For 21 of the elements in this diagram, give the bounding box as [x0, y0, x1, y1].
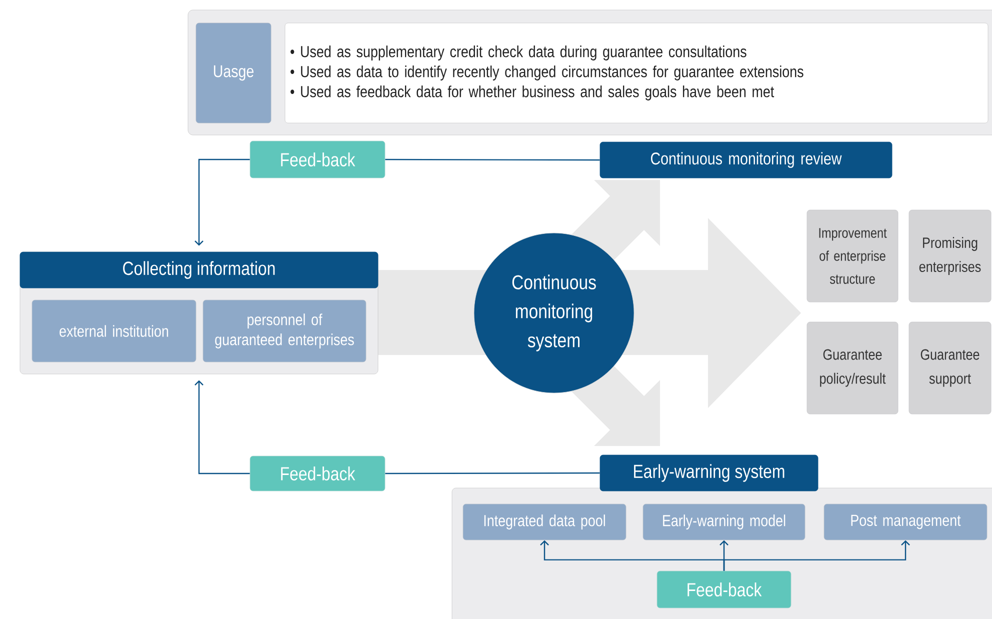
- result-box: Guarantee policy/result: [806, 322, 898, 414]
- usage-box: Uasge: [196, 22, 272, 124]
- connector-line: [723, 540, 910, 571]
- connector-line: [385, 472, 600, 474]
- result-box: Promising enterprises: [908, 210, 992, 302]
- review-box: Continuous monitoring review: [600, 142, 892, 178]
- source-box: personnel of guaranteed enterprises: [202, 300, 366, 362]
- component-box: Integrated data pool: [462, 504, 626, 540]
- connector-line: [385, 158, 600, 161]
- connector-line: [194, 158, 250, 246]
- result-box: Improvement of enterprise structure: [806, 210, 898, 302]
- connector-line: [194, 380, 250, 474]
- result-box: Guarantee support: [908, 322, 992, 414]
- component-box: Early-warning model: [642, 504, 806, 540]
- feedback-box: Feed-back: [250, 140, 386, 178]
- component-box: Post management: [824, 504, 988, 540]
- feedback-box: Feed-back: [250, 456, 386, 492]
- feedback-box: Feed-back: [656, 570, 792, 608]
- node-label: Early-warning system: [634, 464, 784, 482]
- source-box: external institution: [32, 300, 196, 362]
- usage-list-box: • Used as supplementary credit check data during guarantee consultations • Used as data to identify recently changed circumstances for guarantee extensions • Used as feedback data for whether business and sales goals have been met: [284, 22, 988, 124]
